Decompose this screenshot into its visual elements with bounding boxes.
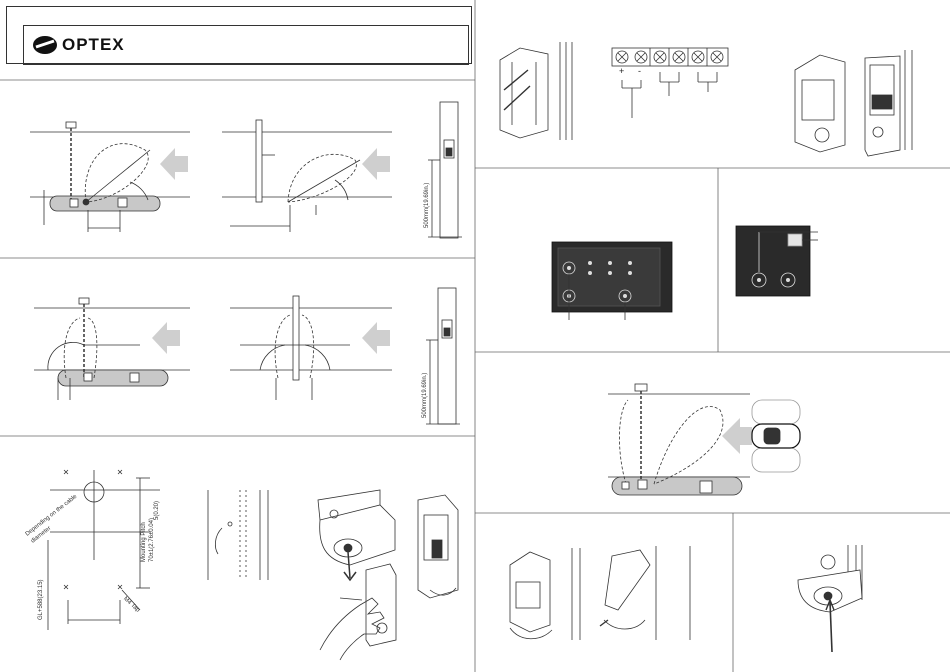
pole-height-label-2: 500mm(19.69in.)	[422, 373, 428, 418]
pole-height-label-1: 500mm(19.69in.)	[424, 183, 430, 228]
direction-arrow-icon	[362, 148, 390, 180]
vehicle-detection-diagram	[608, 384, 800, 495]
control-panel-diagram-2	[736, 226, 818, 296]
pole-height-diagram-1	[428, 102, 462, 238]
sensor-cover-diagram	[318, 490, 458, 660]
terminal-block	[612, 48, 728, 118]
unit-cover-diagram	[795, 50, 912, 156]
car-icon	[752, 400, 800, 472]
direction-arrow-icon	[722, 418, 752, 454]
direction-arrow-icon	[152, 322, 180, 354]
detection-diagram-1	[30, 122, 190, 232]
mount-rotation-diagram	[510, 546, 690, 640]
direction-arrow-icon	[362, 322, 390, 354]
gl-height-label: GL+588(23.15)	[38, 579, 44, 620]
wall-drill-diagram	[208, 490, 268, 580]
pole-height-diagram-2	[426, 288, 460, 424]
bottom-screw-diagram	[798, 545, 862, 652]
detection-diagram-3	[34, 298, 190, 400]
detection-diagram-4	[230, 296, 392, 400]
detection-diagram-2	[222, 120, 392, 232]
unit-wiring-diagram	[500, 42, 572, 140]
control-panel-diagram-1	[552, 242, 672, 320]
direction-arrow-icon	[160, 148, 188, 180]
mounting-pitch-label: Mounting Pitch 70±1(2.76±0.04)	[140, 502, 156, 562]
terminal-minus-label: -	[638, 66, 641, 76]
terminal-plus-label: +	[619, 66, 624, 76]
